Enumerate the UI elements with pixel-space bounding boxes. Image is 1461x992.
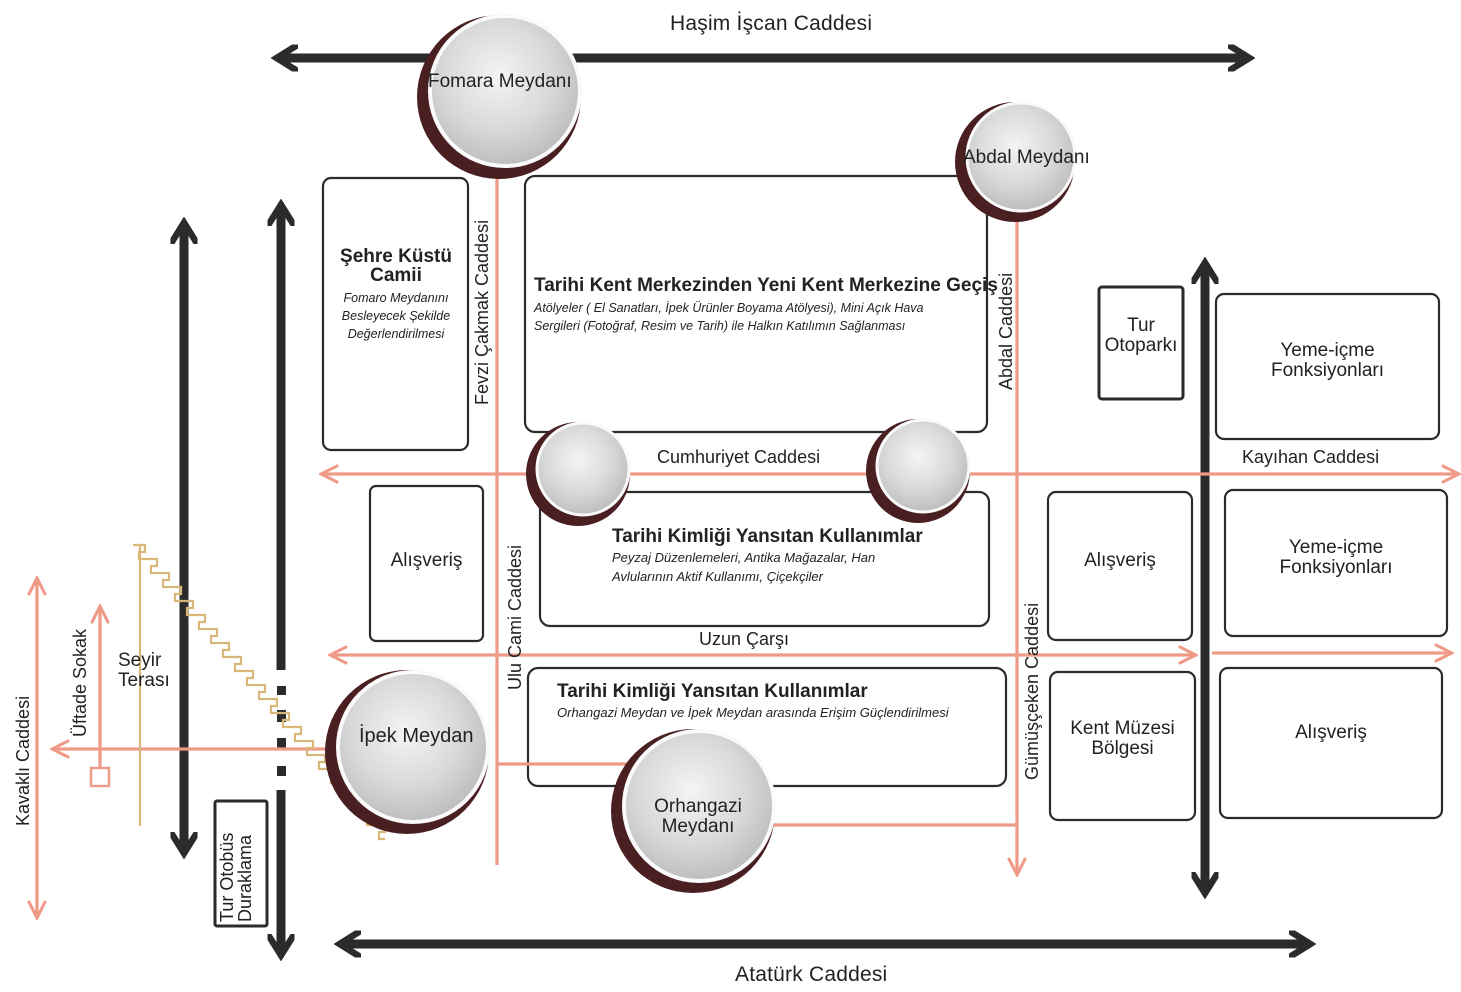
- tur-otobus-line2: Duraklama: [235, 834, 255, 922]
- tur-otobus-block: [213, 799, 269, 928]
- seyir-line2: Terası: [118, 669, 170, 691]
- seyir-terasi-label: Seyir Terası: [118, 651, 170, 691]
- kimlik1-block: [538, 490, 991, 628]
- gecis-block: [523, 174, 989, 434]
- cumhuriyet-right-circle: [866, 418, 971, 523]
- gecis-sub-1: Atölyeler ( El Sanatları, İpek Ürünler B…: [534, 301, 924, 315]
- orhangazi-meydani-circle: [611, 729, 776, 893]
- alisveris-left-block: [368, 484, 485, 643]
- kimlik2-text: Tarihi Kimliği Yansıtan Kullanımlar Orha…: [557, 682, 949, 723]
- camii-block: [321, 176, 470, 452]
- kent-muzesi-label: Kent Müzesi Bölgesi: [1050, 719, 1195, 759]
- road-dashes: [277, 686, 286, 776]
- alisveris-right-label: Alışveriş: [1295, 722, 1367, 743]
- yeme2-line2: Fonksiyonları: [1279, 556, 1393, 578]
- abdal-meydani-circle: [955, 101, 1077, 222]
- gecis-text: Tarihi Kent Merkezinden Yeni Kent Merkez…: [534, 276, 998, 335]
- gumusceken-label: Gümüşçeken Caddesi: [1022, 602, 1042, 780]
- camii-text: Şehre Küstü Camii Fomaro Meydanını Besle…: [325, 247, 467, 343]
- yeme2-block: [1223, 488, 1449, 638]
- abdal-caddesi-label: Abdal Caddesi: [996, 272, 1016, 390]
- uftade-label: Üftade Sokak: [70, 628, 90, 737]
- gecis-title: Tarihi Kent Merkezinden Yeni Kent Merkez…: [534, 275, 998, 296]
- uftade-square-marker: [89, 766, 111, 788]
- yeme1-line1: Yeme-içme: [1280, 340, 1375, 361]
- camii-sub-3: Değerlendirilmesi: [347, 327, 445, 342]
- ipek-meydan-label: İpek Meydan: [359, 725, 474, 747]
- hasim-iscan-label: Haşim İşcan Caddesi: [670, 12, 873, 35]
- gecis-sub-2: Sergileri (Fotoğraf, Resim ve Tarih) ile…: [534, 319, 906, 334]
- tur-otoparki-line2: Otoparkı: [1104, 334, 1178, 356]
- yeme1-label: Yeme-içme Fonksiyonları: [1216, 341, 1439, 381]
- abdal-meydani-label: Abdal Meydanı: [963, 147, 1090, 168]
- tur-otobus-line1: Tur Otobüs: [217, 832, 237, 922]
- fomara-meydani-circle: [417, 14, 582, 179]
- kimlik1-sub-1: Peyzaj Düzenlemeleri, Antika Mağazalar, …: [612, 550, 876, 565]
- meydan-circles: [325, 14, 1077, 893]
- yeme2-line1: Yeme-içme: [1288, 537, 1384, 558]
- orhangazi-line2: Meydanı: [661, 815, 735, 837]
- camii-title-2: Camii: [370, 265, 422, 286]
- orhangazi-line1: Orhangazi: [654, 796, 742, 817]
- kent-muzesi-line1: Kent Müzesi: [1070, 718, 1175, 739]
- kimlik1-text: Tarihi Kimliği Yansıtan Kullanımlar Peyz…: [612, 527, 923, 587]
- cumhuriyet-left-circle: [526, 421, 631, 526]
- alisveris-mid-label: Alışveriş: [1084, 550, 1156, 571]
- tur-otoparki-line1: Tur: [1127, 315, 1155, 336]
- ipek-meydan-circle: [325, 670, 490, 834]
- uzun-carsi-label: Uzun Çarşı: [699, 629, 790, 649]
- seyir-line1: Seyir: [118, 650, 162, 671]
- road-dash: [277, 686, 286, 695]
- camii-title-1: Şehre Küstü: [340, 246, 452, 267]
- kimlik1-title: Tarihi Kimliği Yansıtan Kullanımlar: [612, 526, 923, 547]
- kavakli-label: Kavaklı Caddesi: [13, 695, 33, 826]
- alisveris-left-label: Alışveriş: [390, 550, 463, 571]
- tur-otoparki-block: [1097, 285, 1185, 401]
- fomara-meydani-label: Fomara Meydanı: [428, 71, 572, 92]
- yeme2-label: Yeme-içme Fonksiyonları: [1225, 538, 1447, 578]
- tur-otoparki-label: Tur Otoparkı: [1099, 316, 1183, 356]
- ulu-cami-label: Ulu Cami Caddesi: [505, 544, 525, 690]
- kimlik1-sub-2: Avlularının Aktif Kullanımı, Çiçekçiler: [612, 568, 823, 584]
- tur-otobus-label: Tur Otobüs Duraklama: [217, 832, 255, 922]
- ataturk-label: Atatürk Caddesi: [735, 963, 888, 986]
- alisveris-right-block: [1218, 666, 1444, 820]
- camii-sub-1: Fomaro Meydanını: [343, 291, 449, 305]
- road-dash: [277, 738, 286, 750]
- kayihan-label: Kayıhan Caddesi: [1242, 447, 1380, 467]
- kimlik2-title: Tarihi Kimliği Yansıtan Kullanımlar: [557, 681, 868, 702]
- kent-muzesi-line2: Bölgesi: [1091, 737, 1154, 759]
- road-dash: [277, 710, 286, 722]
- kimlik2-sub: Orhangazi Meydan ve İpek Meydan arasında…: [557, 705, 949, 720]
- camii-sub-2: Besleyecek Şekilde: [341, 309, 451, 324]
- yeme1-line2: Fonksiyonları: [1271, 359, 1384, 381]
- road-dash: [277, 766, 286, 776]
- fevzi-cakmak-label: Fevzi Çakmak Caddesi: [472, 219, 492, 405]
- cumhuriyet-label: Cumhuriyet Caddesi: [657, 447, 821, 467]
- orhangazi-meydani-label: Orhangazi Meydanı: [648, 797, 748, 837]
- pedestrian-axes: [37, 102, 1457, 916]
